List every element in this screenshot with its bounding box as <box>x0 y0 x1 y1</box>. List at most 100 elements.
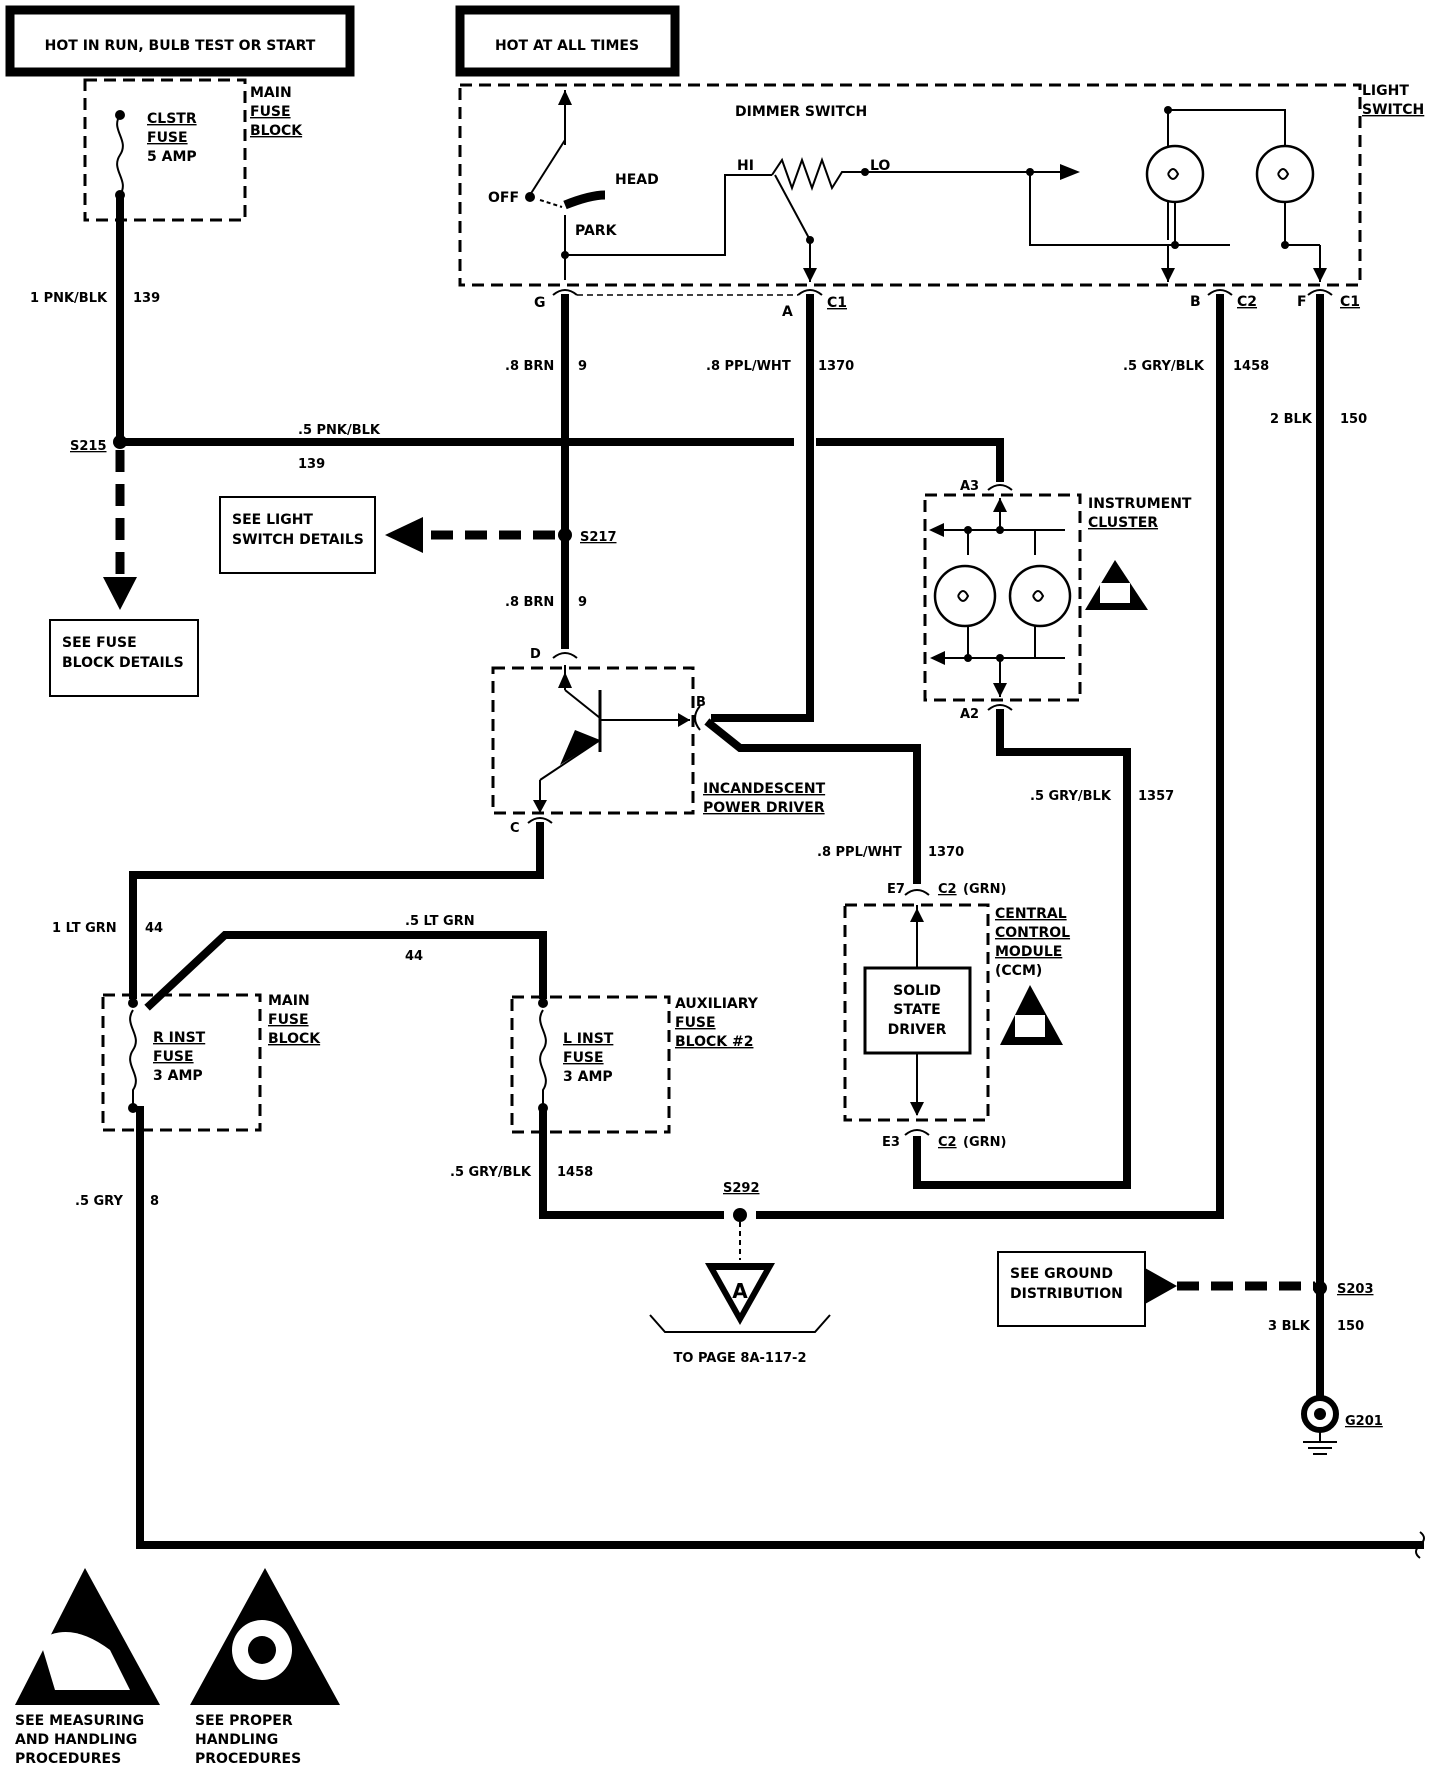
svg-text:INSTRUMENT: INSTRUMENT <box>1088 496 1192 512</box>
svg-text:FUSE: FUSE <box>147 130 188 146</box>
svg-text:HOT IN RUN, BULB TEST OR START: HOT IN RUN, BULB TEST OR START <box>45 38 316 54</box>
svg-text:1458: 1458 <box>557 1165 593 1180</box>
svg-text:BLOCK #2: BLOCK #2 <box>675 1034 753 1050</box>
svg-text:LO: LO <box>870 158 890 174</box>
incandescent-power-driver: D INCANDESCENT POWER DRIVER B C <box>491 647 826 836</box>
svg-text:TO PAGE 8A-117-2: TO PAGE 8A-117-2 <box>674 1351 807 1366</box>
light-switch-box: LIGHT SWITCH DIMMER SWITCH OFF HEAD PARK… <box>458 83 1424 287</box>
svg-text:150: 150 <box>1337 1319 1364 1334</box>
svg-text:OFF: OFF <box>488 190 519 206</box>
svg-text:FUSE: FUSE <box>250 104 291 120</box>
svg-text:E3: E3 <box>882 1135 900 1150</box>
svg-text:A: A <box>732 1279 748 1303</box>
svg-text:(GRN): (GRN) <box>963 1135 1006 1150</box>
svg-text:FUSE: FUSE <box>153 1049 194 1065</box>
see-fuse-block-details: SEE FUSE BLOCK DETAILS <box>49 619 199 697</box>
svg-text:MAIN: MAIN <box>250 85 292 101</box>
svg-text:1357: 1357 <box>1138 789 1174 804</box>
wire-pnk-blk-horizontal <box>116 438 1004 482</box>
svg-text:CONTROL: CONTROL <box>995 925 1070 941</box>
svg-text:E7: E7 <box>887 882 905 897</box>
wire-44-lt-grn-branch <box>144 931 547 1011</box>
svg-text:BLOCK: BLOCK <box>268 1031 321 1047</box>
svg-text:1 LT GRN: 1 LT GRN <box>52 921 117 936</box>
svg-text:.8 BRN: .8 BRN <box>505 595 554 610</box>
svg-text:MODULE: MODULE <box>995 944 1062 960</box>
splice-s292 <box>733 1208 747 1222</box>
arrow-down-icon <box>103 577 137 610</box>
svg-text:1458: 1458 <box>1233 359 1269 374</box>
svg-text:R INST: R INST <box>153 1030 206 1046</box>
l-inst-fuse-box: L INST FUSE 3 AMP AUXILIARY FUSE BLOCK #… <box>510 995 759 1134</box>
wire-1458-lower <box>539 1106 724 1219</box>
svg-text:139: 139 <box>133 291 160 306</box>
svg-text:DIMMER SWITCH: DIMMER SWITCH <box>735 104 867 120</box>
svg-text:L INST: L INST <box>563 1031 614 1047</box>
svg-text:3 BLK: 3 BLK <box>1268 1319 1311 1334</box>
svg-text:LIGHT: LIGHT <box>1362 83 1409 99</box>
svg-text:9: 9 <box>578 359 587 374</box>
svg-text:9: 9 <box>578 595 587 610</box>
svg-text:C2: C2 <box>938 1135 957 1150</box>
svg-text:SEE FUSE: SEE FUSE <box>62 635 137 651</box>
esd-handling-note: SEE PROPER HANDLING PROCEDURES <box>190 1568 340 1767</box>
svg-text:SEE LIGHT: SEE LIGHT <box>232 512 313 528</box>
wire-1370-upper <box>711 294 814 722</box>
svg-text:139: 139 <box>298 457 325 472</box>
instrument-cluster: A3 INSTRUMENT CLUSTER A2 <box>923 479 1192 722</box>
r-inst-fuse-box: R INST FUSE 3 AMP MAIN FUSE BLOCK <box>101 993 321 1132</box>
svg-text:FUSE: FUSE <box>268 1012 309 1028</box>
see-ground-distribution: SEE GROUND DISTRIBUTION <box>997 1251 1315 1327</box>
svg-text:1 PNK/BLK: 1 PNK/BLK <box>30 291 108 306</box>
svg-text:MAIN: MAIN <box>268 993 310 1009</box>
svg-text:(CCM): (CCM) <box>995 963 1042 979</box>
wire-1357 <box>913 709 1131 1189</box>
header-hot-in-run: HOT IN RUN, BULB TEST OR START <box>5 5 355 77</box>
svg-text:B: B <box>696 695 706 710</box>
svg-text:.8 BRN: .8 BRN <box>505 359 554 374</box>
svg-text:BLOCK DETAILS: BLOCK DETAILS <box>62 655 184 671</box>
svg-text:FUSE: FUSE <box>675 1015 716 1031</box>
svg-text:2 BLK: 2 BLK <box>1270 412 1313 427</box>
svg-text:3 AMP: 3 AMP <box>153 1068 203 1084</box>
wire-44-lt-grn <box>129 822 544 999</box>
svg-text:HOT AT ALL TIMES: HOT AT ALL TIMES <box>495 38 639 54</box>
ground-g201: G201 <box>1301 1380 1383 1455</box>
svg-text:S292: S292 <box>723 1181 760 1196</box>
svg-text:S215: S215 <box>70 439 107 454</box>
central-control-module: E7 C2 (GRN) CENTRAL CONTROL MODULE (CCM)… <box>843 882 1070 1150</box>
svg-text:DISTRIBUTION: DISTRIBUTION <box>1010 1286 1123 1302</box>
svg-text:SWITCH: SWITCH <box>1362 102 1424 118</box>
svg-text:.5 GRY/BLK: .5 GRY/BLK <box>1030 789 1112 804</box>
svg-text:C1: C1 <box>827 295 847 311</box>
offpage-connector-a: A TO PAGE 8A-117-2 <box>649 1263 831 1366</box>
wire-1458-right <box>756 294 1224 1219</box>
svg-text:CLSTR: CLSTR <box>147 111 197 127</box>
svg-text:3 AMP: 3 AMP <box>563 1069 613 1085</box>
svg-text:G: G <box>534 295 546 311</box>
svg-text:HANDLING: HANDLING <box>195 1732 278 1748</box>
esd-measuring-note: SEE MEASURING AND HANDLING PROCEDURES <box>15 1568 160 1767</box>
svg-text:SOLID: SOLID <box>893 983 941 999</box>
svg-text:44: 44 <box>145 921 163 936</box>
svg-text:.8 PPL/WHT: .8 PPL/WHT <box>706 359 791 374</box>
svg-text:FUSE: FUSE <box>563 1050 604 1066</box>
svg-text:B: B <box>1190 294 1201 310</box>
wire-1370-lower <box>704 718 921 884</box>
svg-text:HI: HI <box>737 158 754 174</box>
svg-text:150: 150 <box>1340 412 1367 427</box>
svg-text:A3: A3 <box>960 479 979 494</box>
svg-text:(GRN): (GRN) <box>963 882 1006 897</box>
splice-s203 <box>1313 1281 1327 1295</box>
svg-text:.5 GRY/BLK: .5 GRY/BLK <box>450 1165 532 1180</box>
svg-text:CENTRAL: CENTRAL <box>995 906 1067 922</box>
svg-text:C2: C2 <box>1237 294 1257 310</box>
svg-text:SEE GROUND: SEE GROUND <box>1010 1266 1113 1282</box>
svg-text:HEAD: HEAD <box>615 172 659 188</box>
svg-text:C1: C1 <box>1340 294 1360 310</box>
svg-text:.5 PNK/BLK: .5 PNK/BLK <box>298 423 381 438</box>
svg-text:SEE MEASURING: SEE MEASURING <box>15 1713 144 1729</box>
svg-text:A2: A2 <box>960 707 979 722</box>
svg-text:.5 GRY: .5 GRY <box>75 1194 123 1209</box>
svg-text:A: A <box>782 304 793 320</box>
